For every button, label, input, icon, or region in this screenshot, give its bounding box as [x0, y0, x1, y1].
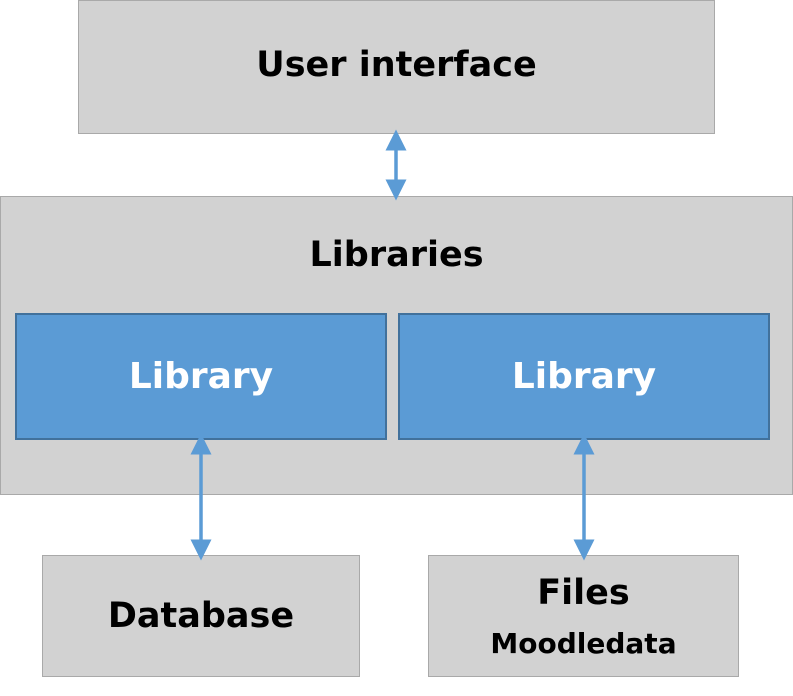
libraries-label: Libraries — [309, 235, 484, 275]
user-interface-box: User interface — [78, 0, 715, 134]
library-box-left: Library — [15, 313, 387, 440]
user-interface-label: User interface — [256, 45, 537, 85]
library-left-label: Library — [128, 356, 274, 397]
library-box-right: Library — [398, 313, 770, 440]
files-box: Files Moodledata — [428, 555, 739, 677]
files-label: Files — [537, 573, 630, 613]
moodledata-label: Moodledata — [490, 627, 677, 660]
database-label: Database — [107, 596, 295, 636]
database-box: Database — [42, 555, 360, 677]
library-right-label: Library — [511, 356, 657, 397]
